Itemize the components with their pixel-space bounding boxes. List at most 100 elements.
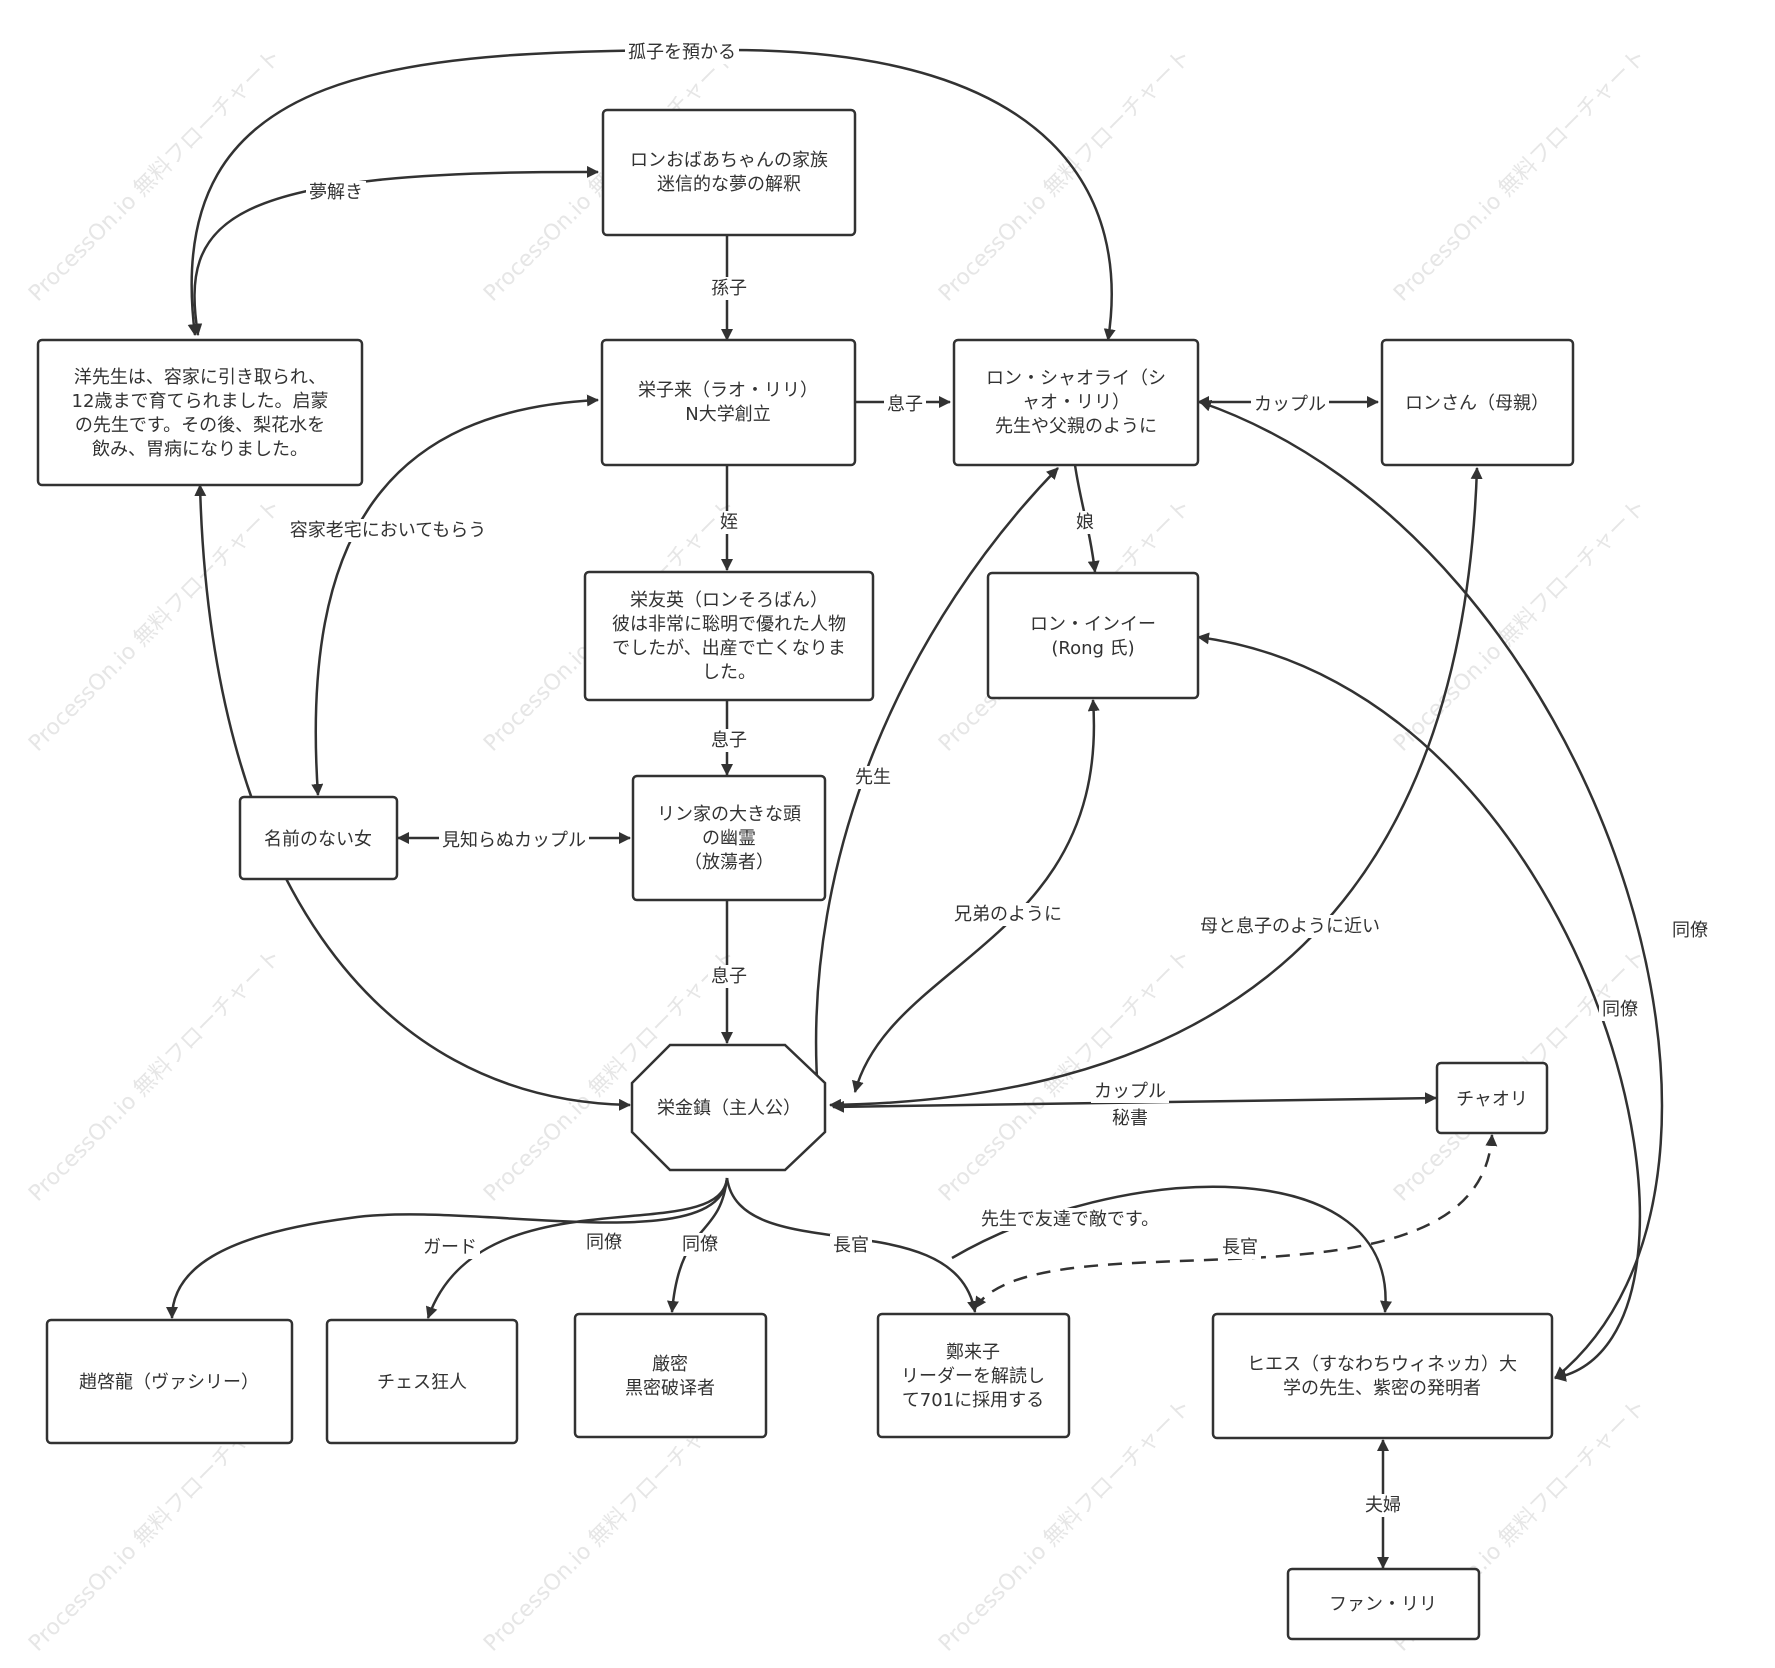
edge-guard — [166, 1177, 729, 1319]
node-label-line: て701に採用する — [902, 1390, 1044, 1411]
node-rong-zilai-box[interactable] — [600, 338, 857, 467]
node-label-line: 12歳まで育てられました。启蒙 — [72, 391, 329, 412]
node-label-line: の先生です。その後、梨花水を — [75, 415, 325, 436]
watermark-text: ProcessOn.io 無料フローチャート — [1389, 494, 1651, 756]
node-nameless-label: 名前のない女 — [264, 829, 372, 850]
node-rong-san-box[interactable] — [1380, 338, 1575, 467]
node-lin-ghost-label: リン家の大きな頭の幽霊（放蕩者） — [657, 804, 801, 873]
edge-label-background — [1073, 511, 1097, 534]
edge-label-background — [717, 511, 741, 534]
node-label-line: 栄友英（ロンそろばん） — [630, 590, 828, 611]
edge-label-background — [977, 1208, 1163, 1231]
node-rong-xiaolai-label: ロン・シャオライ（シャオ・リリ）先生や父親のように — [986, 368, 1166, 437]
edge-label-colleague1: 同僚 — [1672, 920, 1708, 941]
node-hies-box[interactable] — [1211, 1312, 1554, 1440]
node-protagonist-label: 栄金鎮（主人公） — [657, 1098, 801, 1119]
node-rong-zilai-label: 栄子来（ラオ・リリ）N大学創立 — [638, 380, 818, 425]
edge-label-colleague3: 同僚 — [586, 1232, 622, 1253]
node-nameless-box[interactable] — [238, 795, 399, 881]
node-label-line: した。 — [702, 662, 756, 683]
node-label-line: (Rong 氏) — [1051, 638, 1134, 659]
node-lin-ghost-box[interactable] — [631, 774, 827, 902]
edge-label-background — [852, 766, 894, 789]
edge-label-background — [1197, 915, 1383, 938]
node-yang-box[interactable] — [36, 338, 364, 487]
edge-label-background — [625, 41, 739, 64]
edge-label-background — [1669, 919, 1711, 942]
edge-brothers — [852, 699, 1100, 1093]
edge-labels-layer: 孤子を預かる 夢解き 孫子 息子 カップル 姪 娘 容家老宅においてもらう 息子… — [286, 41, 1711, 1517]
edge-label-background — [1251, 393, 1329, 416]
node-yanmi-box[interactable] — [573, 1312, 768, 1439]
edge-label-background — [1219, 1236, 1261, 1259]
node-label-line: （放蕩者） — [684, 852, 774, 873]
edge-label-background — [884, 393, 926, 416]
node-protagonist-box[interactable] — [630, 1043, 827, 1172]
node-label-line: ロンさん（母親） — [1405, 393, 1549, 414]
node-chess-label: チェス狂人 — [377, 1372, 467, 1393]
edge-label-secretary-2: 秘書 — [1112, 1108, 1148, 1129]
edge-label-son3: 息子 — [711, 966, 747, 987]
node-zhao-box[interactable] — [45, 1318, 294, 1445]
edge-label-guard: ガード — [423, 1237, 477, 1258]
node-label-line: 洋先生は、容家に引き取られ、 — [74, 367, 326, 388]
edge-label-son2: 息子 — [711, 730, 747, 751]
node-hies-label: ヒエス（すなわちウィネッカ）大学の先生、紫密の発明者 — [1247, 1354, 1517, 1399]
node-label-line: ロン・シャオライ（シ — [986, 368, 1166, 389]
node-fan-box[interactable] — [1286, 1567, 1481, 1641]
edge-label-mother: 母と息子のように近い — [1200, 916, 1380, 937]
node-rong-family-label: ロンおばあちゃんの家族迷信的な夢の解釈 — [630, 150, 828, 195]
edge-friend — [951, 1185, 1392, 1313]
edge-label-background — [1599, 998, 1641, 1021]
edge-label-chief2: 長官 — [1222, 1237, 1258, 1258]
edge-label-background — [1109, 1107, 1151, 1130]
node-label-line: ロンおばあちゃんの家族 — [630, 150, 828, 171]
node-label-line: 栄金鎮（主人公） — [657, 1098, 801, 1119]
watermark-text: ProcessOn.io 無料フローチャート — [24, 44, 286, 306]
edge-label-background — [306, 181, 366, 204]
edge-label-background — [830, 1234, 872, 1257]
edge-label-background — [1091, 1080, 1169, 1103]
nodes-layer: ロンおばあちゃんの家族迷信的な夢の解釈 洋先生は、容家に引き取られ、 12歳まで育… — [36, 108, 1575, 1641]
edge-label-grandson: 孫子 — [711, 278, 747, 299]
edge-label-son1: 息子 — [887, 394, 923, 415]
node-label-line: 先生や父親のように — [995, 416, 1157, 437]
edge-label-background — [679, 1233, 721, 1256]
node-label-line: 学の先生、紫密の発明者 — [1283, 1378, 1481, 1399]
edge-label-niece: 姪 — [720, 512, 738, 533]
node-label-line: でしたが、出産で亡くなりま — [612, 638, 846, 659]
edge-label-strangers: 見知らぬカップル — [442, 830, 586, 851]
edge-label-background — [286, 519, 490, 542]
node-yang-label: 洋先生は、容家に引き取られ、 12歳まで育てられました。启蒙の先生です。その後、梨… — [72, 367, 329, 460]
node-label-line: の幽霊 — [702, 828, 756, 849]
node-label-line: 迷信的な夢の解釈 — [657, 174, 801, 195]
node-label-line: 彼は非常に聡明で優れた人物 — [612, 614, 846, 635]
node-label-line: 鄭来子 — [946, 1342, 1000, 1363]
edge-label-background — [1362, 1494, 1404, 1517]
node-rong-yinyi-label: ロン・インイー(Rong 氏) — [1030, 614, 1156, 659]
node-rong-xiaolai-box[interactable] — [952, 338, 1200, 467]
edge-label-background — [420, 1236, 480, 1259]
node-rong-youying-box[interactable] — [583, 570, 875, 702]
node-label-line: ヒエス（すなわちウィネッカ）大 — [1247, 1354, 1517, 1375]
edge-label-background — [583, 1231, 625, 1254]
node-label-line: 黒密破译者 — [625, 1378, 715, 1399]
edge-mother — [829, 467, 1483, 1111]
edge-dream — [190, 165, 599, 336]
edge-label-background — [708, 729, 750, 752]
node-zheng-box[interactable] — [876, 1312, 1071, 1439]
edge-label-background — [951, 903, 1065, 926]
node-rong-yinyi-box[interactable] — [986, 571, 1200, 700]
edge-label-background — [439, 829, 589, 852]
node-chess-box[interactable] — [325, 1318, 519, 1445]
node-label-line: チャオリ — [1456, 1089, 1528, 1110]
node-zhao-label: 趙啓龍（ヴァシリー） — [79, 1372, 259, 1393]
watermark-text: ProcessOn.io 無料フローチャート — [24, 494, 286, 756]
node-rong-family-box[interactable] — [601, 108, 857, 237]
edge-label-colleague2: 同僚 — [1602, 999, 1638, 1020]
edge-label-colleague4: 同僚 — [682, 1234, 718, 1255]
node-chaori-box[interactable] — [1435, 1061, 1549, 1135]
edge-label-stay: 容家老宅においてもらう — [290, 520, 487, 541]
edge-label-friend: 先生で友達で敵です。 — [981, 1209, 1159, 1230]
